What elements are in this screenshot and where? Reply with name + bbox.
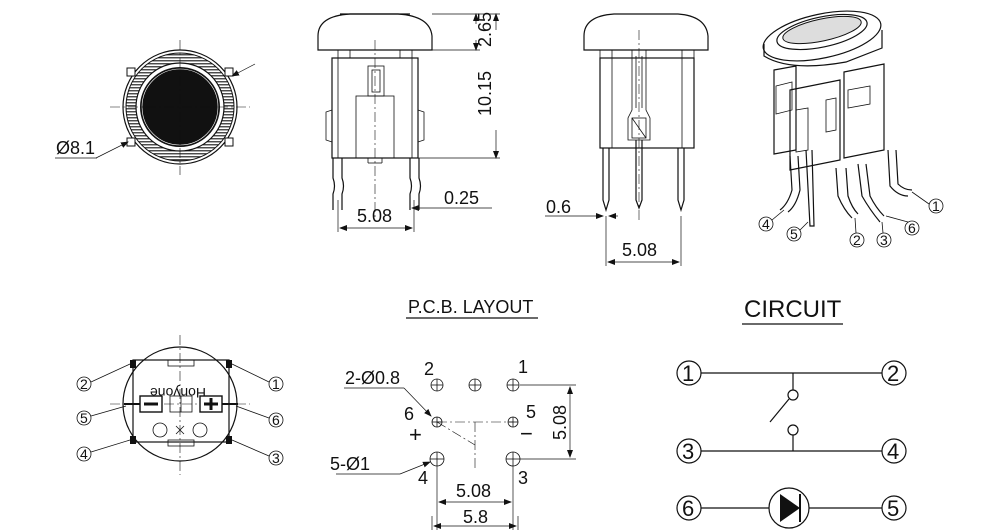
- small-hole-label: 2-Ø0.8: [345, 368, 400, 388]
- bottom-pin-4: 4: [80, 446, 88, 462]
- pcb-vertical-dim: 5.08: [550, 405, 570, 440]
- bottom-pin-3: 3: [272, 450, 280, 466]
- top-diameter-label: Ø8.1: [56, 138, 95, 158]
- pcb-title: P.C.B. LAYOUT: [408, 297, 533, 317]
- large-hole-label: 5-Ø1: [330, 454, 370, 474]
- minus-sign: −: [520, 421, 533, 446]
- iso-pin-2: 2: [853, 232, 861, 248]
- circuit-pin-6: 6: [682, 496, 694, 521]
- side-pitch-label: 5.08: [622, 240, 657, 260]
- pcb-pin-2: 2: [424, 359, 434, 379]
- front-view: 2.65 10.15 5.08 0.25: [317, 12, 500, 232]
- circuit-pin-3: 3: [682, 439, 694, 464]
- circuit-pin-1: 1: [682, 361, 694, 386]
- circuit: CIRCUIT 1 2 3 4 6 5: [676, 296, 907, 529]
- pin-width-label: 0.6: [546, 197, 571, 217]
- plus-sign: +: [409, 422, 422, 447]
- pcb-pin-3: 3: [518, 468, 528, 488]
- iso-pin-3: 3: [880, 232, 888, 248]
- cap-height-label: 2.65: [475, 12, 495, 47]
- circuit-pin-5: 5: [887, 496, 899, 521]
- front-pitch-label: 5.08: [357, 206, 392, 226]
- offset-label: 0.25: [444, 188, 479, 208]
- pcb-pin-5: 5: [526, 402, 536, 422]
- top-view: Ø8.1: [55, 40, 256, 175]
- iso-pin-6: 6: [908, 220, 916, 236]
- iso-view: 4 5 2 3 6 1: [758, 10, 944, 248]
- bottom-pin-2: 2: [80, 376, 88, 392]
- circuit-pin-2: 2: [887, 361, 899, 386]
- pcb-pin-4: 4: [418, 468, 428, 488]
- bottom-pin-1: 1: [272, 376, 280, 392]
- bottom-pin-6: 6: [272, 412, 280, 428]
- iso-pin-1: 1: [932, 198, 940, 214]
- pcb-inner-dim: 5.08: [456, 481, 491, 501]
- pcb-pin-6: 6: [404, 404, 414, 424]
- bottom-view: Honyone 2 5 4 1 6: [76, 335, 284, 475]
- circuit-pin-4: 4: [887, 439, 899, 464]
- bottom-pin-5: 5: [80, 410, 88, 426]
- iso-pin-4: 4: [762, 216, 770, 232]
- total-height-label: 10.15: [475, 71, 495, 116]
- pcb-outer-dim: 5.8: [463, 507, 488, 527]
- side-view: 0.6 5.08: [545, 13, 709, 266]
- circuit-title: CIRCUIT: [744, 296, 842, 323]
- pcb-pin-1: 1: [518, 357, 528, 377]
- pcb-layout: P.C.B. LAYOUT 2 1 6 5 + − 4 3 2-Ø0.8 5-Ø…: [330, 297, 576, 530]
- iso-pin-5: 5: [790, 226, 798, 242]
